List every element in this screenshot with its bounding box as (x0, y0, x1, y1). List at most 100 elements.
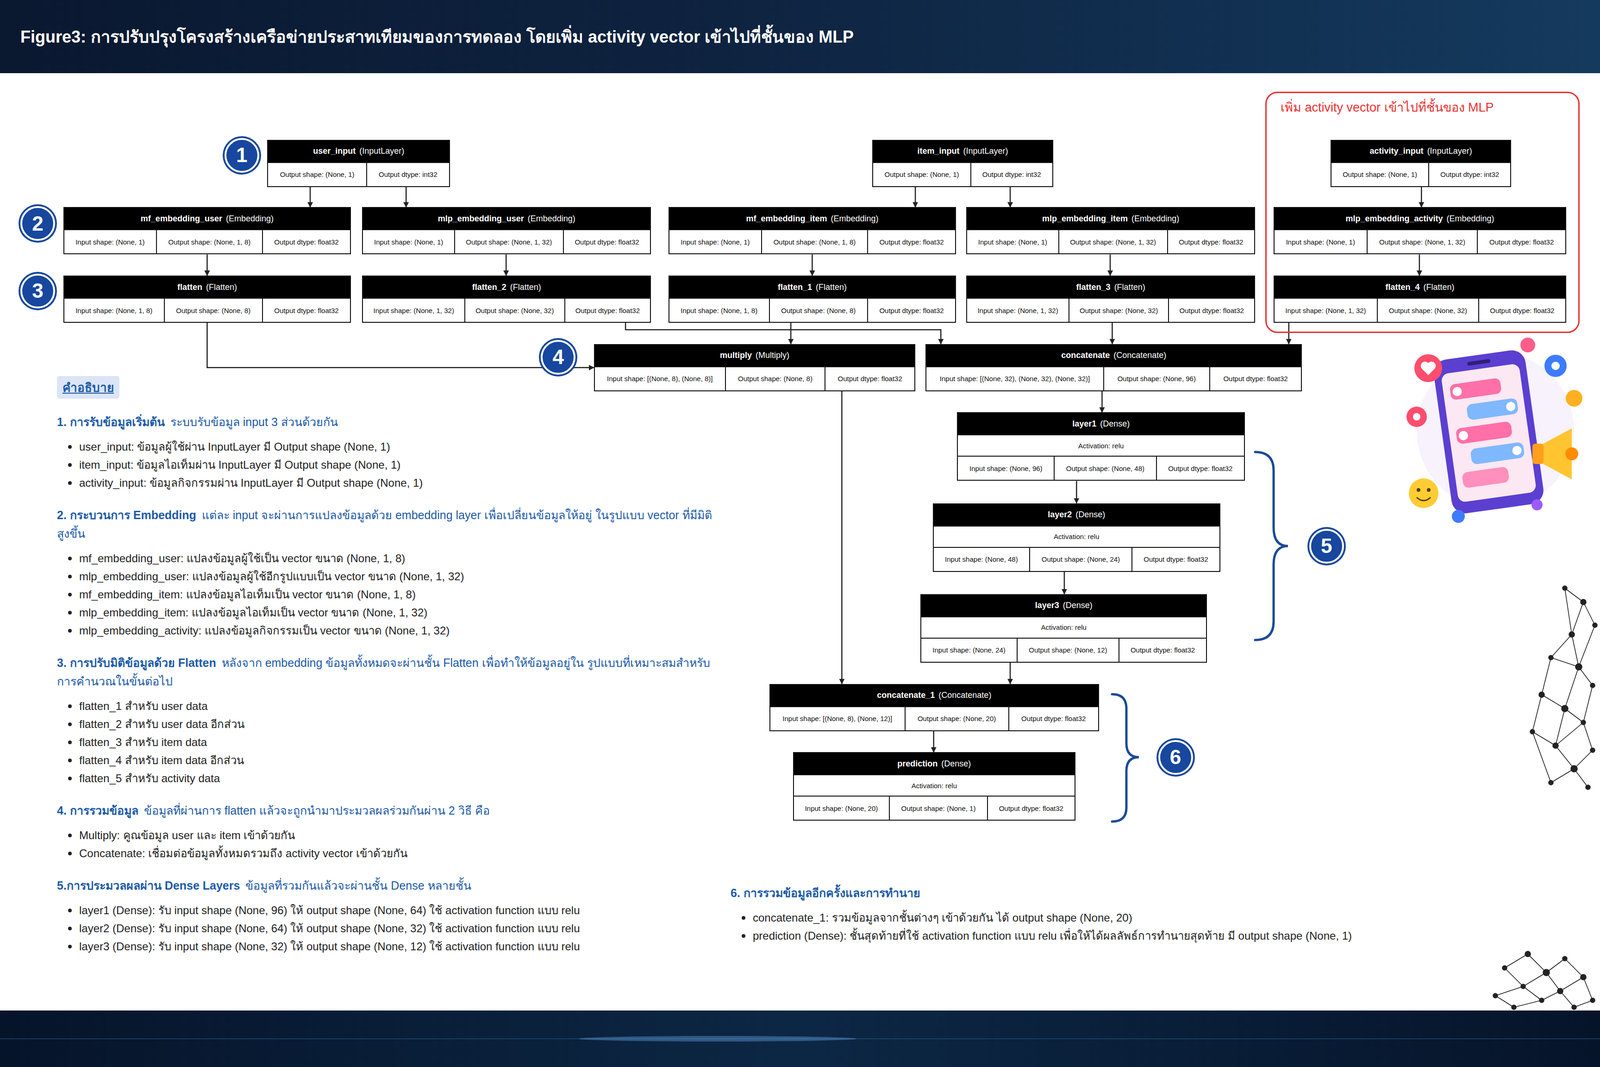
shape-cell: Output shape: (None, 32) (1376, 298, 1479, 322)
bullet-text: mf_embedding_item: แปลงข้อมูลไอเท็มเป็น … (79, 587, 416, 601)
explanation-column-right: 6. การรวมข้อมูลอีกครั้งและการทำนายconcat… (730, 869, 1574, 945)
shape-text: Output shape: (None, 1) (901, 804, 976, 813)
shape-cell: Output dtype: float32 (1168, 298, 1255, 322)
bullet-item: Multiply: คูณข้อมูล user และ item เข้าด้… (56, 825, 715, 844)
shape-text: Output shape: (None, 1) (1342, 170, 1418, 179)
connector (1009, 187, 1012, 207)
bullet-dot (68, 908, 72, 913)
shape-text: Input shape: (None, 1) (374, 237, 444, 246)
shape-text: Output dtype: int32 (982, 170, 1042, 179)
shape-cell: Output shape: (None, 8) (163, 298, 263, 322)
layer-header: mf_embedding_user(Embedding) (64, 207, 351, 230)
activation-text: Activation: relu (911, 781, 957, 790)
connector (841, 391, 843, 684)
connector (1420, 187, 1423, 208)
shape-text: Output dtype: float32 (879, 237, 944, 246)
shape-row: Input shape: (None, 1)Output shape: (Non… (967, 229, 1255, 254)
bullet-dot (68, 704, 72, 708)
layer-name: concatenate (1061, 350, 1110, 361)
shape-row: Input shape: [(None, 8), (None, 12)] Outp… (770, 706, 1099, 731)
layer-box: flatten_1(Flatten)Input shape: (None, 1,… (668, 275, 957, 323)
key-heading-row: คำอธิบาย (56, 375, 715, 399)
layer-type: (Concatenate) (1113, 350, 1167, 361)
shape-cell: Input shape: [(None, 8), (None, 12)] (770, 706, 905, 731)
section-text: ข้อมูลที่รวมกันแล้วจะผ่านชั้น Dense หลาย… (245, 878, 471, 892)
callout-number: 1 (224, 137, 260, 173)
bullet-dot (68, 758, 72, 763)
shape-cell: Output shape: (None, 96) (1103, 367, 1210, 391)
shape-row: Input shape: (None, 1) Output shape: (Non… (669, 229, 956, 254)
section-title: 1. การรับข้อมูลเริ่มต้น (56, 415, 165, 429)
section-title: 3. การปรับมิติข้อมูลด้วย Flatten (56, 656, 217, 669)
bullet-item: activity_input: ข้อมูลกิจกรรมผ่าน InputL… (56, 473, 715, 492)
shape-row: Input shape: (None, 1, 32)Output shape: … (362, 297, 650, 322)
shape-cell: Output shape: (None, 48) (1053, 456, 1156, 480)
shape-cell: Input shape: [(None, 8), (None, 8)] (594, 367, 725, 391)
shape-text: Output dtype: float32 (1489, 237, 1554, 246)
bullet-item: prediction (Dense): ชั้นสุดท้ายที่ใช้ ac… (730, 926, 1574, 945)
activation-row: Activation: relu (933, 525, 1220, 547)
shape-text: Input shape: (None, 1) (1286, 237, 1356, 246)
bullet-text: mlp_embedding_user: แปลงข้อมูลผู้ใช้อีกร… (79, 569, 465, 583)
shape-cell: Output dtype: float32 (987, 796, 1075, 820)
layer-header: prediction(Dense) (793, 752, 1075, 775)
bullet-text: prediction (Dense): ชั้นสุดท้ายที่ใช้ ac… (752, 929, 1352, 942)
group-heading: เพิ่ม activity vector เข้าไปที่ชั้นของ M… (1280, 99, 1569, 116)
layer-header: layer2(Dense) (933, 504, 1220, 526)
shape-cell: Output shape: (None, 1) (888, 796, 987, 820)
layer-type: (InputLayer) (963, 146, 1009, 157)
title-holder: Figure3: การปรับปรุงโครงสร้างเครือข่ายปร… (20, 0, 854, 74)
connector (625, 322, 941, 344)
shape-row: Input shape: (None, 20)Output shape: (No… (793, 795, 1075, 820)
bullet-item: layer2 (Dense): รับ input shape (None, 6… (56, 918, 715, 938)
layer-box: mlp_embedding_user(Embedding)Input shape… (362, 206, 651, 255)
layer-box: flatten(Flatten)Input shape: (None, 1, 8… (63, 275, 352, 323)
shape-text: Input shape: (None, 1, 32) (977, 306, 1058, 315)
shape-row: Output shape: (None, 1)Output dtype: int… (1331, 162, 1511, 187)
layer-header: concatenate(Concatenate) (926, 344, 1301, 367)
bullet-text: flatten_5 สำหรับ activity data (79, 771, 220, 785)
activation-text: Activation: relu (1041, 623, 1087, 632)
shape-cell: Output shape: (None, 32) (1068, 298, 1169, 322)
bullet-dot (741, 915, 746, 920)
shape-cell: Output shape: (None, 12) (1016, 638, 1119, 662)
layer-box: multiply(Multiply)Input shape: [(None, 8… (593, 343, 916, 392)
bullet-dot (68, 722, 72, 726)
bullet-item: user_input: ข้อมูลผู้ใช้ผ่าน InputLayer … (56, 437, 715, 456)
layer-name: prediction (897, 758, 938, 769)
shape-cell: Output shape: (None, 8) (725, 367, 825, 391)
connector (206, 254, 208, 276)
layer-box: layer2(Dense)Activation: reluInput shape… (932, 503, 1221, 572)
shape-text: Input shape: (None, 1) (75, 237, 145, 246)
shape-text: Input shape: (None, 1, 8) (680, 306, 758, 315)
layer-name: flatten_4 (1385, 282, 1420, 293)
shape-text: Output dtype: float32 (999, 804, 1064, 813)
shape-cell: Input shape: (None, 24) (921, 638, 1017, 662)
shape-text: Input shape: [(None, 8), (None, 12)] (782, 714, 893, 723)
bullet-dot (68, 610, 72, 615)
layer-name: item_input (917, 146, 960, 157)
shape-row: Input shape: (None, 1)Output shape: (Non… (1274, 229, 1566, 254)
shape-text: Input shape: (None, 1, 32) (373, 306, 455, 315)
bullet-text: concatenate_1: รวมข้อมูลจากชั้นต่างๆ เข้… (752, 911, 1133, 924)
connector (932, 731, 935, 753)
callout-number: 4 (540, 339, 576, 375)
shape-text: Output dtype: float32 (575, 306, 640, 315)
layer-header: layer1(Dense) (957, 412, 1244, 435)
shape-text: Output dtype: float32 (1021, 714, 1086, 723)
layer-name: layer2 (1047, 509, 1072, 520)
shape-text: Input shape: (None, 1) (680, 237, 750, 246)
bullet-item: layer1 (Dense): รับ input shape (None, 9… (56, 900, 715, 919)
layer-header: mf_embedding_item(Embedding) (669, 207, 956, 230)
layer-name: layer3 (1035, 600, 1060, 611)
shape-row: Input shape: (None, 48)Output shape: (No… (933, 546, 1220, 571)
shape-text: Output shape: (None, 8) (781, 306, 856, 315)
shape-text: Output shape: (None, 1, 8) (168, 237, 251, 246)
activation-row: Activation: relu (921, 616, 1207, 638)
shape-text: Output shape: (None, 1, 8) (773, 237, 857, 246)
shape-text: Input shape: [(None, 8), (None, 8)] (606, 374, 713, 383)
layer-type: (Flatten) (1423, 282, 1455, 293)
shape-cell: Output dtype: int32 (366, 162, 450, 187)
bullet-item: mlp_embedding_item: แปลงข้อมูลไอเท็มเป็น… (56, 603, 715, 622)
bullet-item: mf_embedding_user: แปลงข้อมูลผู้ใช้เป็น … (56, 549, 715, 568)
